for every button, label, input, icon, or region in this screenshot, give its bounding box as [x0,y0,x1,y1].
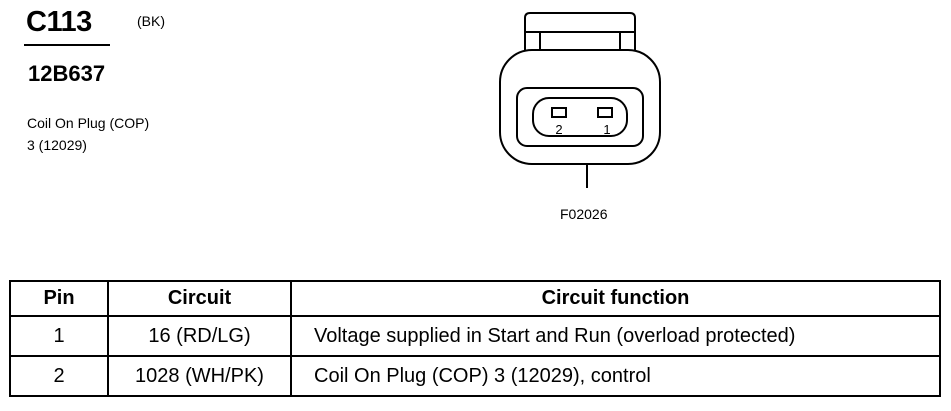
column-header-circuit: Circuit [107,280,292,317]
connector-housing [499,49,661,165]
pin-cell: 2 [9,355,109,397]
part-number: 12B637 [28,61,106,86]
color-code: (BK) [137,13,165,29]
connector-face-diagram: 2 1 [499,12,661,188]
pin-table: Pin Circuit Circuit function 1 16 (RD/LG… [9,280,941,397]
connector-description-line1: Coil On Plug (COP) [27,115,150,131]
function-cell: Coil On Plug (COP) 3 (12029), control [290,355,941,397]
connector-description-line2: 3 (12029) [27,137,87,153]
table-row: 2 1028 (WH/PK) Coil On Plug (COP) 3 (120… [9,355,941,397]
pin-cell: 1 [9,315,109,357]
column-header-function: Circuit function [290,280,941,317]
function-cell: Voltage supplied in Start and Run (overl… [290,315,941,357]
circuit-cell: 16 (RD/LG) [107,315,292,357]
column-header-pin: Pin [9,280,109,317]
pin-label-1: 1 [603,122,610,137]
connector-face [516,87,644,147]
figure-id: F02026 [560,206,608,222]
table-header-row: Pin Circuit Circuit function [9,280,941,317]
locking-tab [524,12,636,80]
pin-2-terminal [551,107,567,118]
pin-label-2: 2 [555,122,562,137]
connector-id: C113 [26,6,92,38]
pin-1-terminal [597,107,613,118]
table-row: 1 16 (RD/LG) Voltage supplied in Start a… [9,315,941,357]
terminal-cavity [532,97,628,137]
circuit-cell: 1028 (WH/PK) [107,355,292,397]
title-underline [24,44,110,46]
